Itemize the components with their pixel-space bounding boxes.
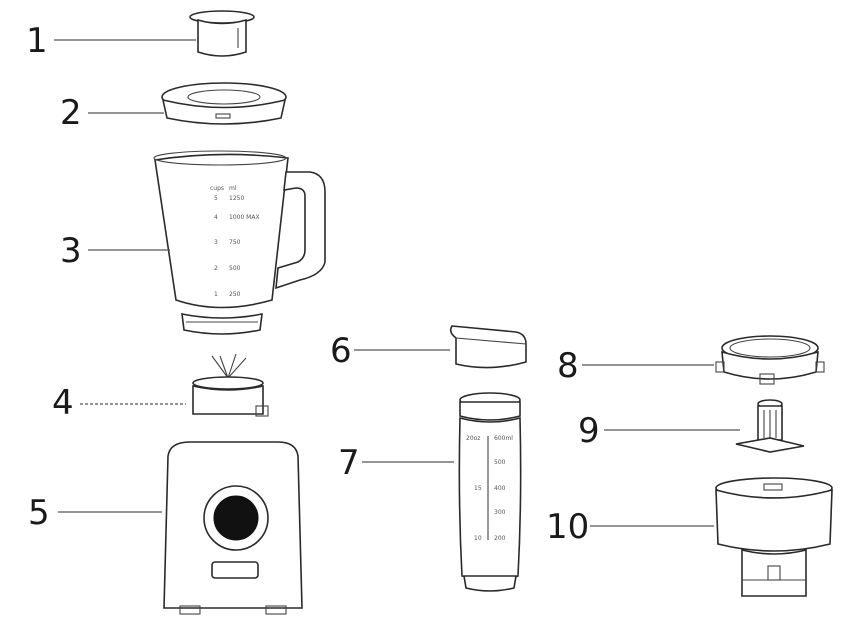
part-number-5: 5	[28, 493, 50, 533]
bottle-scale-right: 400	[494, 485, 506, 492]
sport-bottle-icon	[458, 392, 522, 592]
jug-scale: cups ml 5 1250 4 1000 MAX 3 750 2 500 1 …	[210, 185, 260, 298]
leader-lines	[54, 39, 740, 527]
blender-jug-icon	[153, 150, 326, 335]
bottle-scale-right: 500	[494, 459, 506, 466]
jug-scale-right: 250	[229, 291, 241, 298]
jug-lid-icon	[161, 82, 287, 125]
chopper-lid-icon	[715, 335, 825, 385]
bottle-scale-right: 600ml	[494, 435, 513, 442]
bottle-scale-right: 200	[494, 535, 506, 542]
part-number-7: 7	[338, 443, 360, 483]
jug-scale-left: 4	[214, 214, 218, 221]
jug-scale-right: 1000 MAX	[229, 214, 260, 221]
part-number-8: 8	[557, 346, 579, 386]
part-number-3: 3	[60, 231, 82, 271]
jug-scale-header-left: cups	[210, 185, 224, 192]
measuring-cap-icon	[189, 10, 255, 57]
part-number-9: 9	[578, 411, 600, 451]
jug-scale-right: 500	[229, 265, 241, 272]
part-number-1: 1	[26, 21, 48, 61]
jug-scale-left: 2	[214, 265, 218, 272]
jug-scale-right: 750	[229, 239, 241, 246]
chopper-bowl-icon	[715, 477, 833, 597]
jug-scale-left: 3	[214, 239, 218, 246]
blade-assembly-icon	[192, 353, 269, 417]
part-number-10: 10	[546, 507, 589, 547]
bottle-scale-left: 15	[474, 485, 482, 492]
bottle-scale: 20oz 600ml 500 15 400 300 10 200	[466, 435, 513, 542]
jug-scale-header-right: ml	[229, 185, 237, 192]
bottle-scale-left: 20oz	[466, 435, 480, 442]
bottle-cap-icon	[449, 325, 527, 369]
part-number-2: 2	[60, 93, 82, 133]
part-number-4: 4	[52, 383, 74, 423]
jug-scale-left: 1	[214, 291, 218, 298]
motor-base-icon	[163, 441, 303, 615]
part-number-6: 6	[330, 331, 352, 371]
jug-scale-right: 1250	[229, 195, 244, 202]
bottle-scale-left: 10	[474, 535, 482, 542]
chopper-blade-icon	[735, 399, 805, 453]
part-labels: 1 2 3 4 5 6 7 8 9 10	[26, 21, 600, 547]
jug-scale-left: 5	[214, 195, 218, 202]
bottle-scale-right: 300	[494, 509, 506, 516]
